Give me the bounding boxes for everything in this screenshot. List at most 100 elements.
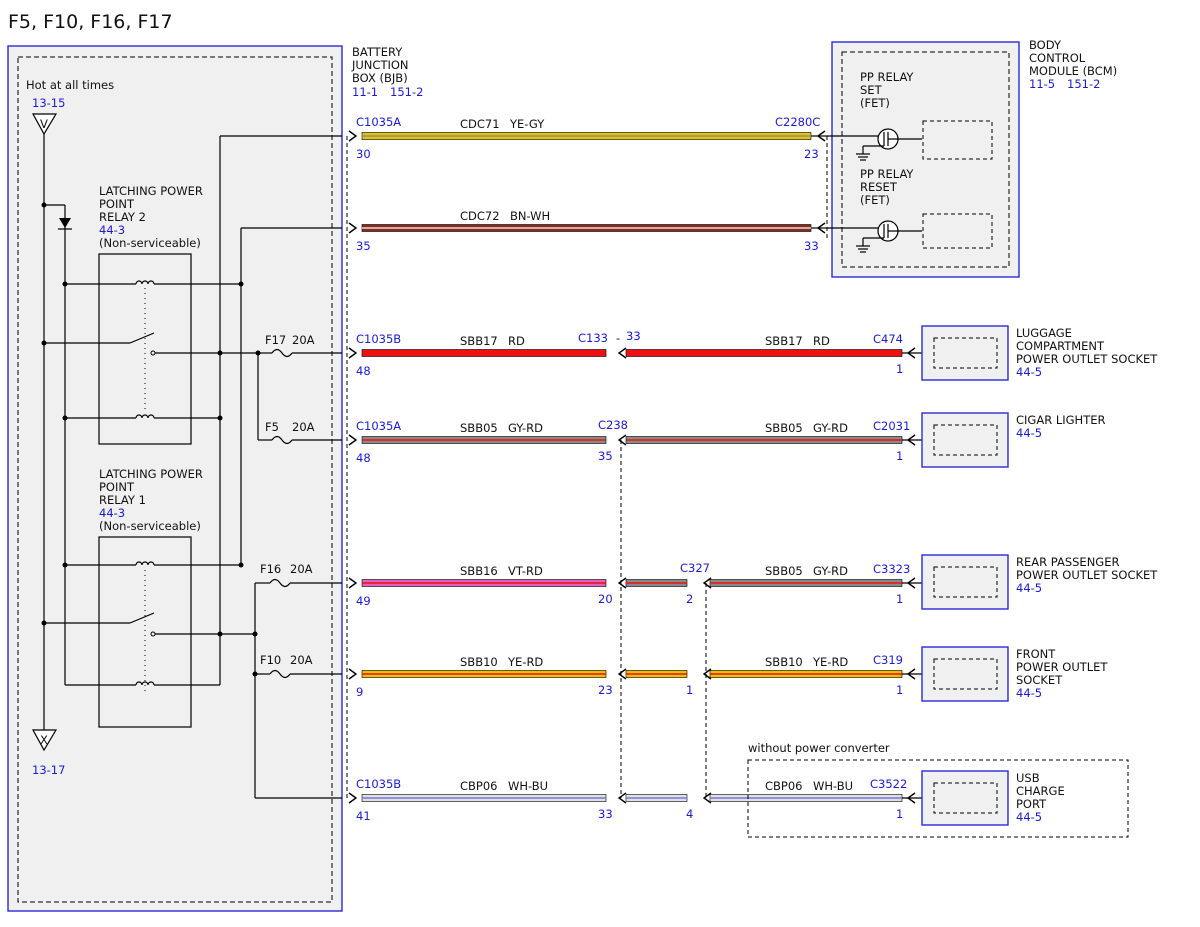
diagram-title: F5, F10, F16, F17 [8, 11, 173, 33]
pin-right-4: 1 [896, 592, 903, 606]
load-4-label-2: CHARGE [1016, 784, 1065, 798]
wire-segment-a-2 [361, 349, 607, 357]
load-4-ref-link[interactable]: 44-5 [1016, 810, 1042, 824]
load-0-ref-link[interactable]: 44-5 [1016, 365, 1042, 379]
arrow-load-5 [906, 668, 916, 680]
bcm-reset-label-2: RESET [860, 180, 898, 194]
load-2-label-1: REAR PASSENGER [1016, 555, 1119, 569]
wire-color-a-2: RD [508, 334, 525, 348]
relay2-label-1: LATCHING POWER [99, 184, 203, 198]
relay1-coil-bottom-icon [135, 681, 155, 686]
connector-left-3[interactable]: C1035A [356, 419, 401, 433]
load-3-label-1: FRONT [1016, 647, 1056, 661]
fuse-f5-name: F5 [265, 420, 279, 434]
ref-bottom-link[interactable]: 13-17 [32, 763, 65, 777]
bcm-inner-dashed-box [841, 51, 1010, 268]
connector-right-5[interactable]: C319 [873, 653, 903, 667]
arrow-bcm-0 [816, 130, 826, 142]
mid-connector-2[interactable]: C133 [578, 331, 608, 345]
pin-left-4: 49 [356, 594, 371, 608]
circuit-b-4: SBB05 [765, 564, 803, 578]
pin-left-6: 41 [356, 809, 371, 823]
circuit-1: CDC72 [460, 209, 500, 223]
bcm-ref1-link[interactable]: 11-5 [1029, 77, 1055, 91]
bcm-reset-driver-box [922, 213, 993, 249]
connector-left-6[interactable]: C1035B [356, 777, 401, 791]
pin-right-3: 1 [896, 449, 903, 463]
load-3-label-2: POWER OUTLET [1016, 660, 1108, 674]
bcm-set-driver-box [922, 120, 993, 160]
wire-segment-0 [361, 132, 812, 140]
wire-color-b-3: GY-RD [813, 421, 848, 435]
mid-connector-3[interactable]: C238 [598, 418, 628, 432]
power-source-triangle-top [31, 113, 58, 136]
relay1-label-2: POINT [99, 480, 135, 494]
arrow-bjb-2 [348, 347, 358, 359]
fuse-f17-icon [271, 348, 293, 358]
wire-segment-b-3 [625, 436, 903, 444]
wire-color-b-5: YE-RD [812, 655, 848, 669]
wire-segment-a-6 [361, 794, 607, 802]
relay2-box [98, 253, 192, 445]
option-label: without power converter [748, 741, 890, 755]
arrow-bcm-1 [816, 222, 826, 234]
connector-right-0[interactable]: C2280C [775, 115, 820, 129]
connector-left-2[interactable]: C1035B [356, 332, 401, 346]
arrow-load-4 [906, 577, 916, 589]
relay2-switch-icon [129, 332, 155, 344]
pin-right-2: 1 [896, 362, 903, 376]
load-0-label-3: POWER OUTLET SOCKET [1016, 352, 1158, 366]
arrow-bjb-6 [348, 792, 358, 804]
bcm-reset-label-1: PP RELAY [860, 167, 914, 181]
bcm-label-2: CONTROL [1029, 51, 1086, 65]
wire-segment-1 [361, 224, 812, 232]
wire-segment-a-3 [361, 436, 607, 444]
mid-pin-2: 33 [626, 329, 641, 343]
bjb-ref1-link[interactable]: 11-1 [352, 85, 378, 99]
load-3-ref-link[interactable]: 44-5 [1016, 686, 1042, 700]
diode-icon [59, 218, 71, 228]
wire-color-a-4: VT-RD [508, 564, 543, 578]
relay2-label-3: RELAY 2 [99, 210, 146, 224]
relay2-label-2: POINT [99, 197, 135, 211]
arrow-load-6 [906, 792, 916, 804]
bjb-label-1: BATTERY [352, 45, 403, 59]
relay2-coil-top-icon [135, 280, 155, 285]
load-2-ref-link[interactable]: 44-5 [1016, 581, 1042, 595]
mid-pin-4: 20 [598, 592, 613, 606]
connector-right-2[interactable]: C474 [873, 332, 903, 346]
wire-color-a-3: GY-RD [508, 421, 543, 435]
mid-dash: - [616, 331, 620, 345]
relay2-ref-link[interactable]: 44-3 [99, 223, 125, 237]
fuse-f10-name: F10 [260, 653, 281, 667]
arrow-load-3 [906, 434, 916, 446]
junction-dots [41, 281, 261, 677]
pin-right-1: 33 [804, 239, 819, 253]
mid2-connector-4[interactable]: C327 [680, 561, 710, 575]
bjb-ref2-link[interactable]: 151-2 [390, 85, 423, 99]
load-1-ref-link[interactable]: 44-5 [1016, 426, 1042, 440]
wire-color-b-4: GY-RD [813, 564, 848, 578]
circuit-a-2: SBB17 [460, 334, 498, 348]
bcm-reset-label-3: (FET) [860, 193, 890, 207]
connector-right-3[interactable]: C2031 [873, 419, 910, 433]
relay1-switch-icon [129, 612, 155, 624]
connector-left-0[interactable]: C1035A [356, 115, 401, 129]
relay1-ref-link[interactable]: 44-3 [99, 506, 125, 520]
load-0-label-2: COMPARTMENT [1016, 339, 1105, 353]
fuse-f16-name: F16 [260, 562, 281, 576]
ref-top-link[interactable]: 13-15 [32, 96, 65, 110]
bcm-ref2-link[interactable]: 151-2 [1067, 77, 1100, 91]
wire-segment-c-6 [709, 794, 903, 802]
connector-right-4[interactable]: C3323 [873, 562, 910, 576]
wire-segment-a-4 [361, 579, 607, 587]
power-source-symbol-top: V [40, 117, 48, 131]
connector-right-6[interactable]: C3522 [870, 777, 907, 791]
relay1-coil-top-icon [135, 561, 155, 566]
bcm-label-1: BODY [1029, 38, 1062, 52]
pin-left-3: 48 [356, 451, 371, 465]
arrow-mid2-5 [702, 668, 712, 680]
